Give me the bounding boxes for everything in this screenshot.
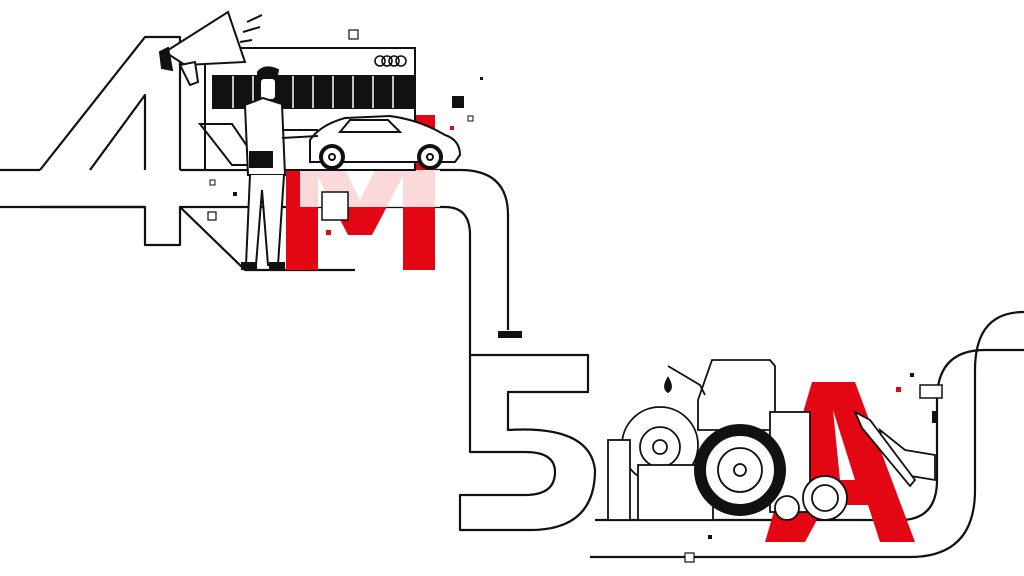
wrench-icon	[853, 409, 917, 488]
four-rings-logo	[374, 55, 407, 67]
road-top-edge	[0, 168, 510, 330]
auto-parts	[607, 359, 936, 521]
car	[309, 114, 462, 170]
spark-plug-icon	[607, 439, 631, 521]
megaphone-icon	[158, 10, 263, 87]
jerrycan-icon	[697, 359, 776, 431]
road-lower-bottom	[590, 310, 1024, 559]
digit-5-outline	[458, 353, 597, 532]
salesman	[241, 66, 319, 270]
oil-drop-icon	[664, 376, 672, 394]
road-lower-top	[595, 348, 1024, 522]
decor-squares	[207, 29, 943, 563]
road-bottom-edge	[0, 205, 472, 355]
